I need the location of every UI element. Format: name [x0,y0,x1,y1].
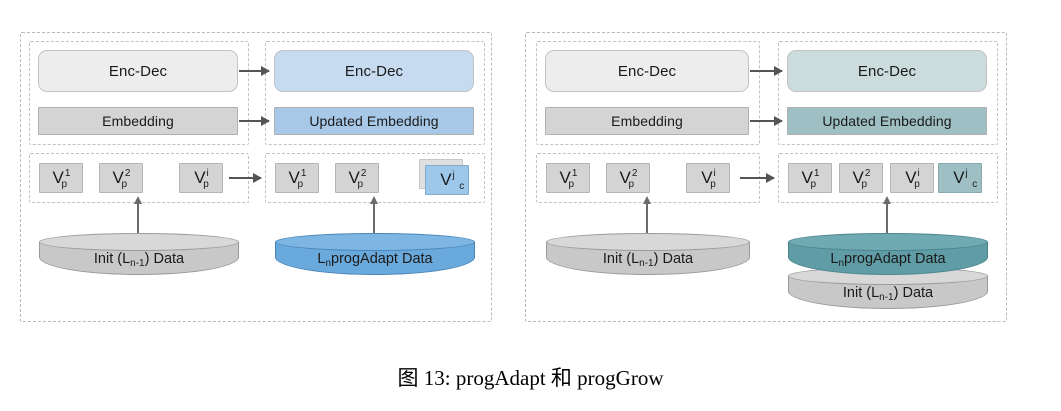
source-data-feed-arrow-right [643,196,650,235]
source-embedding-label: Embedding [611,113,683,129]
panel-proggrow: Enc-Dec Enc-Dec Embedding Updated Embedd… [525,32,1007,322]
source-encdec-label: Enc-Dec [108,62,168,80]
source-encdec-label: Enc-Dec [617,62,677,80]
embedding-transfer-arrow-right [750,116,783,126]
target-encdec-label: Enc-Dec [857,62,917,80]
source-model-group-right [536,41,760,145]
token-transfer-arrow-left [229,173,262,183]
target-encdec-box-right: Enc-Dec [787,50,987,92]
source-encdec-box-left: Enc-Dec [38,50,238,92]
source-model-group-left [29,41,249,145]
source-data-feed-arrow-left [134,196,141,235]
target-data-feed-arrow-left [370,196,377,235]
target-encdec-label: Enc-Dec [344,62,404,80]
embedding-transfer-arrow-left [239,116,270,126]
panel-progadapt: Enc-Dec Enc-Dec Embedding Updated Embedd… [20,32,492,322]
source-embedding-box-left: Embedding [38,107,238,135]
figure-caption: 图 13: progAdapt 和 progGrow [397,366,664,390]
target-model-group-left [265,41,485,145]
target-data-feed-arrow-right [883,196,890,235]
target-embedding-box-left: Updated Embedding [274,107,474,135]
target-embedding-label: Updated Embedding [309,113,439,129]
target-embedding-label: Updated Embedding [822,113,952,129]
target-encdec-box-left: Enc-Dec [274,50,474,92]
target-model-group-right [778,41,998,145]
source-encdec-box-right: Enc-Dec [545,50,749,92]
source-embedding-box-right: Embedding [545,107,749,135]
source-embedding-label: Embedding [102,113,174,129]
target-embedding-box-right: Updated Embedding [787,107,987,135]
token-transfer-arrow-right [740,173,775,183]
encdec-transfer-arrow-left [239,66,270,76]
encdec-transfer-arrow-right [750,66,783,76]
